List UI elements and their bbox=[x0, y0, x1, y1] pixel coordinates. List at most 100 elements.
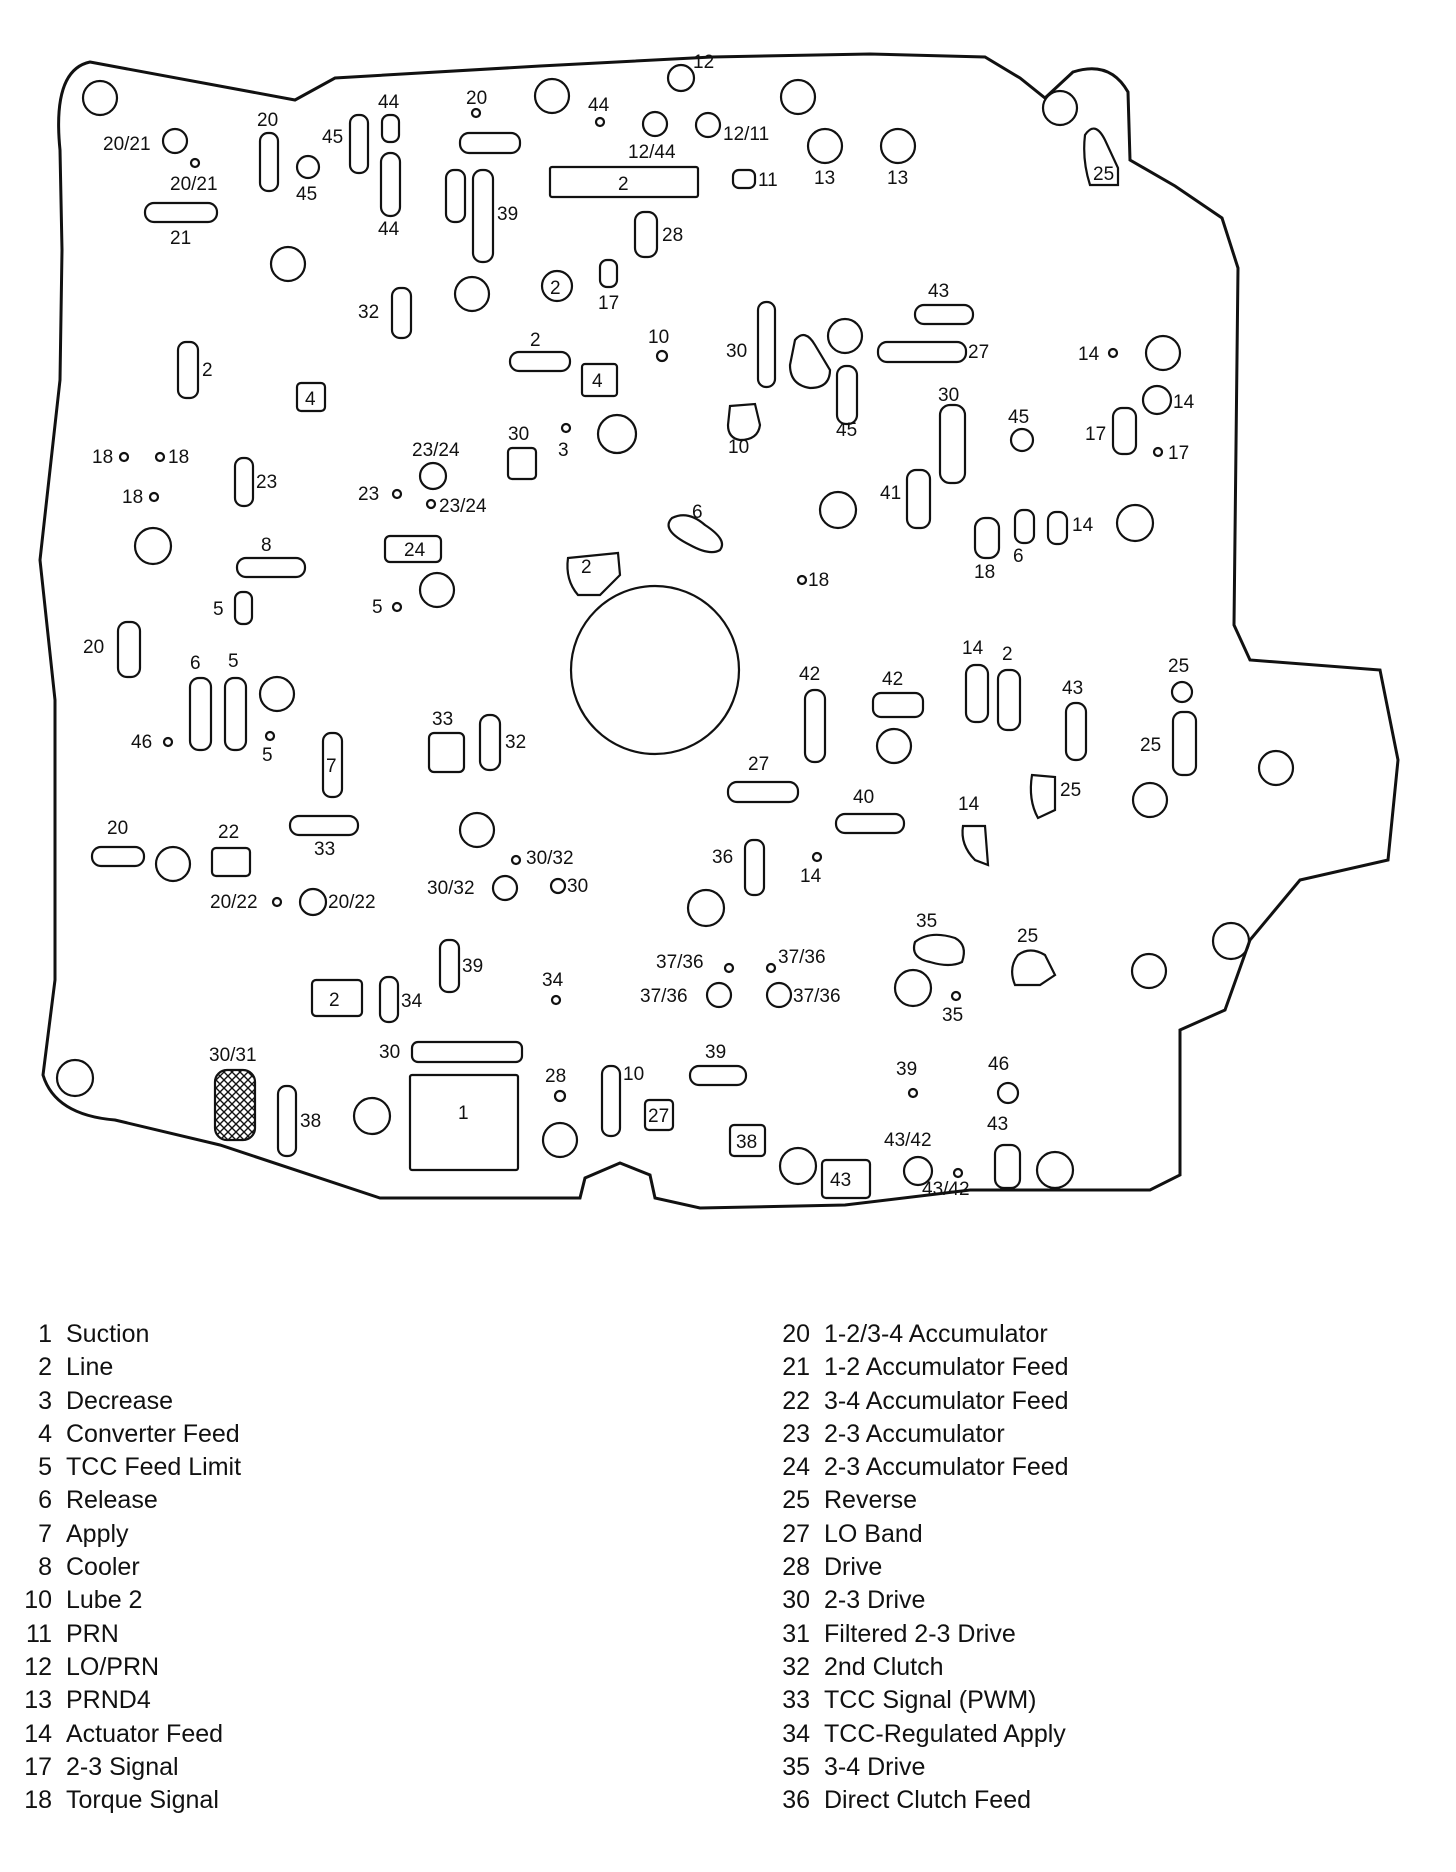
legend-number: 8 bbox=[38, 1553, 52, 1582]
passage-label: 23/24 bbox=[412, 440, 460, 461]
passage-label: 20 bbox=[107, 818, 128, 839]
passage-label: 30/32 bbox=[526, 848, 574, 869]
passage-label: 24 bbox=[404, 540, 426, 561]
passage-label: 4 bbox=[305, 389, 316, 410]
passage-label: 38 bbox=[300, 1111, 321, 1132]
passage-label: 41 bbox=[880, 483, 901, 504]
passage-label: 21 bbox=[170, 228, 191, 249]
passage-label: 43 bbox=[1062, 678, 1083, 699]
legend-name: Suction bbox=[66, 1320, 150, 1348]
legend-number: 6 bbox=[38, 1486, 52, 1515]
legend-item: 31 Filtered 2-3 Drive bbox=[768, 1618, 1069, 1651]
passage-label: 23 bbox=[358, 484, 379, 505]
legend-item: 27 LO Band bbox=[768, 1518, 1069, 1551]
passage-label: 8 bbox=[261, 535, 272, 556]
passage-label: 33 bbox=[314, 839, 335, 860]
legend-name: LO/PRN bbox=[66, 1652, 160, 1681]
passage-label: 14 bbox=[1072, 515, 1094, 536]
passage-label: 30 bbox=[726, 341, 747, 362]
passage-label: 27 bbox=[968, 342, 989, 363]
passage-shapes bbox=[90, 63, 1251, 1200]
legend-number: 35 bbox=[782, 1752, 810, 1781]
passage-label: 39 bbox=[705, 1042, 726, 1063]
legend-name: Line bbox=[66, 1353, 114, 1382]
passage-label: 25 bbox=[1093, 164, 1114, 185]
legend-name: PRN bbox=[66, 1619, 119, 1648]
legend-name: 1-2 Accumulator Feed bbox=[824, 1353, 1069, 1382]
passage-label: 20 bbox=[257, 110, 278, 131]
passage-label: 30 bbox=[508, 424, 529, 445]
legend-name: LO Band bbox=[824, 1519, 923, 1548]
legend-number: 7 bbox=[38, 1519, 52, 1548]
passage-label: 43 bbox=[928, 281, 949, 302]
legend-number: 22 bbox=[782, 1386, 810, 1415]
passage-label: 20/21 bbox=[103, 134, 151, 155]
legend-item: 30 2-3 Drive bbox=[768, 1584, 1069, 1617]
passage-label: 36 bbox=[712, 847, 733, 868]
legend-name: TCC-Regulated Apply bbox=[824, 1719, 1066, 1748]
passage-label: 30 bbox=[567, 876, 588, 897]
legend-name: Cooler bbox=[66, 1553, 140, 1582]
legend-number: 21 bbox=[782, 1353, 810, 1382]
central-bore bbox=[569, 584, 741, 756]
passage-label: 2 bbox=[1002, 644, 1013, 665]
legend-name: Decrease bbox=[66, 1386, 173, 1415]
passage-label: 2 bbox=[202, 360, 213, 381]
legend-number: 10 bbox=[24, 1586, 52, 1615]
passage-label: 17 bbox=[598, 293, 619, 314]
passage-label: 25 bbox=[1168, 656, 1189, 677]
legend-number: 31 bbox=[782, 1619, 810, 1648]
passage-label: 18 bbox=[122, 487, 143, 508]
passage-label: 44 bbox=[588, 95, 610, 116]
passage-label: 44 bbox=[378, 92, 400, 113]
legend-number: 17 bbox=[24, 1752, 52, 1781]
passage-label: 18 bbox=[808, 570, 829, 591]
passage-label: 46 bbox=[988, 1054, 1009, 1075]
passage-label: 20 bbox=[83, 637, 104, 658]
legend-name: Lube 2 bbox=[66, 1586, 143, 1615]
passage-label: 2 bbox=[530, 330, 541, 351]
passage-label: 2 bbox=[550, 278, 561, 299]
passage-label: 45 bbox=[296, 184, 317, 205]
legend-number: 2 bbox=[38, 1353, 52, 1382]
passage-label: 5 bbox=[262, 745, 273, 766]
passage-label: 35 bbox=[916, 911, 937, 932]
passage-label: 28 bbox=[662, 225, 683, 246]
passage-label: 14 bbox=[962, 638, 984, 659]
legend-name: Apply bbox=[66, 1519, 129, 1548]
passage-label: 33 bbox=[432, 709, 453, 730]
passage-label: 5 bbox=[213, 599, 224, 620]
passage-label: 14 bbox=[1078, 344, 1100, 365]
passage-label: 45 bbox=[836, 420, 857, 441]
legend-number: 28 bbox=[782, 1553, 810, 1582]
legend-number: 23 bbox=[782, 1419, 810, 1448]
legend-number: 27 bbox=[782, 1519, 810, 1548]
legend-name: Release bbox=[66, 1486, 158, 1515]
passage-label: 34 bbox=[401, 991, 423, 1012]
legend-name: 2nd Clutch bbox=[824, 1652, 944, 1681]
legend-name: Direct Clutch Feed bbox=[824, 1786, 1032, 1815]
legend-name: 2-3 Drive bbox=[824, 1586, 926, 1615]
legend-number: 4 bbox=[38, 1419, 52, 1448]
passage-label: 22 bbox=[218, 822, 239, 843]
passage-label: 25 bbox=[1140, 735, 1161, 756]
legend-number: 1 bbox=[38, 1320, 52, 1348]
legend-number: 33 bbox=[782, 1686, 810, 1715]
passage-label: 32 bbox=[358, 302, 379, 323]
legend-item: 21 1-2 Accumulator Feed bbox=[768, 1351, 1069, 1384]
legend-name: Filtered 2-3 Drive bbox=[824, 1619, 1016, 1648]
legend-item: 2 Line bbox=[10, 1351, 241, 1384]
plate-outline bbox=[38, 52, 1400, 1210]
legend-number: 30 bbox=[782, 1586, 810, 1615]
